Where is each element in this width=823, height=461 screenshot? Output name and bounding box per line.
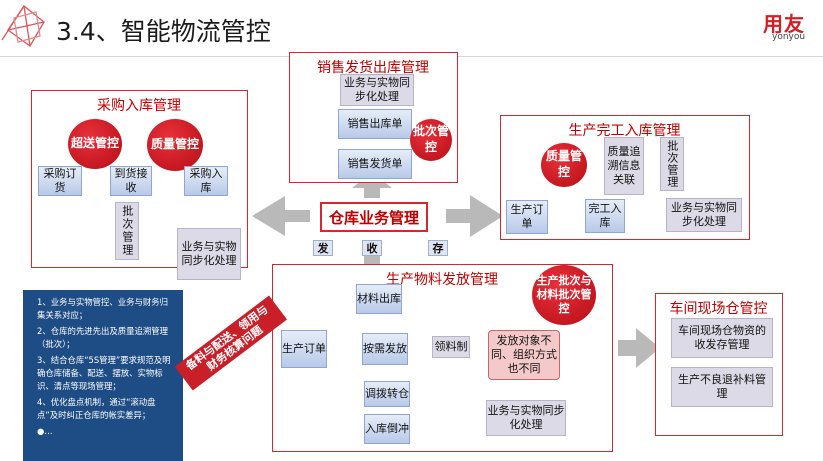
workshop-warehouse-title: 车间现场仓管控 xyxy=(669,301,768,317)
defect-return-box: 生产不良退补料管理 xyxy=(671,367,773,407)
production-batch-box: 批次管理 xyxy=(660,137,684,191)
logo-network-icon xyxy=(1,5,45,47)
purchase-order-box: 采购订货 xyxy=(38,166,82,196)
arrow-up-to-sales xyxy=(352,172,392,198)
page-title: 3.4、智能物流管控 xyxy=(56,17,271,46)
transfer-warehouse-box: 调拨转仓 xyxy=(364,381,410,407)
purchase-batch-box: 批次管理 xyxy=(115,202,139,260)
batch-control-circle: 批次管控 xyxy=(410,119,452,161)
action-issue: 发 xyxy=(313,240,333,256)
goods-receipt-box: 到货接收 xyxy=(110,166,152,196)
issue-difference-box: 发放对象不同、组织方式也不同 xyxy=(488,330,560,380)
quality-control-circle: 质量管控 xyxy=(147,119,203,171)
batch-material-control-circle: 生产批次与材料批次管控 xyxy=(532,265,596,325)
brand-logo: 用友 xyxy=(763,12,805,36)
workshop-stock-box: 车间现场仓物资的收发存管理 xyxy=(671,318,773,358)
brand-logo-subtitle: yonyou xyxy=(772,32,806,42)
completion-inbound-box: 完工入库 xyxy=(585,199,625,233)
production-sync-box: 业务与实物同步化处理 xyxy=(666,198,742,232)
pick-mode-box: 领料制 xyxy=(432,336,470,358)
sales-outbound-box: 销售出库单 xyxy=(338,109,412,139)
purchase-sync-box: 业务与实物同步化处理 xyxy=(177,228,241,280)
production-quality-circle: 质量管控 xyxy=(541,143,587,187)
sales-sync-box: 业务与实物同步化处理 xyxy=(340,74,414,106)
material-sync-box: 业务与实物同步化处理 xyxy=(486,400,566,436)
notes-panel: 1、业务与实物管控、业务与财务归集关系对应； 2、仓库的先进先出及质量追溯管理（… xyxy=(23,290,183,461)
purchase-inbound-box: 采购入库 xyxy=(184,166,228,196)
action-receive: 收 xyxy=(362,240,382,256)
quality-trace-box: 质量追溯信息关联 xyxy=(604,137,644,195)
workshop-warehouse-panel: 车间现场仓管控 xyxy=(655,293,783,436)
production-order-box: 生产订单 xyxy=(506,200,548,234)
note-item-2: 2、仓库的先进先出及质量追溯管理（批次）； xyxy=(37,326,168,350)
action-store: 存 xyxy=(428,240,448,256)
sales-panel-title: 销售发货出库管理 xyxy=(317,60,429,76)
warehouse-management-box: 仓库业务管理 xyxy=(320,202,428,232)
material-production-order-box: 生产订单 xyxy=(281,330,327,368)
note-item-3: 3、结合仓库“5S管理”要求规范及明确仓库储备、配送、摆放、实物标识、清点等现场… xyxy=(37,355,171,392)
note-item-4: 4、优化盘点机制，通过“滚动盘点”及时纠正仓库的帐实差异； xyxy=(37,397,156,421)
arrow-right-to-production-in xyxy=(446,195,503,237)
note-item-1: 1、业务与实物管控、业务与财务归集关系对应； xyxy=(37,297,168,321)
note-item-5: ●… xyxy=(37,426,53,437)
arrow-left-to-purchase xyxy=(252,196,310,236)
production-inbound-title: 生产完工入库管理 xyxy=(568,123,681,139)
material-outbound-box: 材料出库 xyxy=(356,284,402,314)
sales-shipping-box: 销售发货单 xyxy=(338,149,412,179)
overdelivery-control-circle: 超送管控 xyxy=(68,119,122,169)
material-issue-title: 生产物料发放管理 xyxy=(386,272,498,288)
purchase-panel-title: 采购入库管理 xyxy=(97,98,181,114)
on-demand-issue-box: 按需发放 xyxy=(362,333,408,365)
backflush-inbound-box: 入库倒冲 xyxy=(364,414,410,444)
